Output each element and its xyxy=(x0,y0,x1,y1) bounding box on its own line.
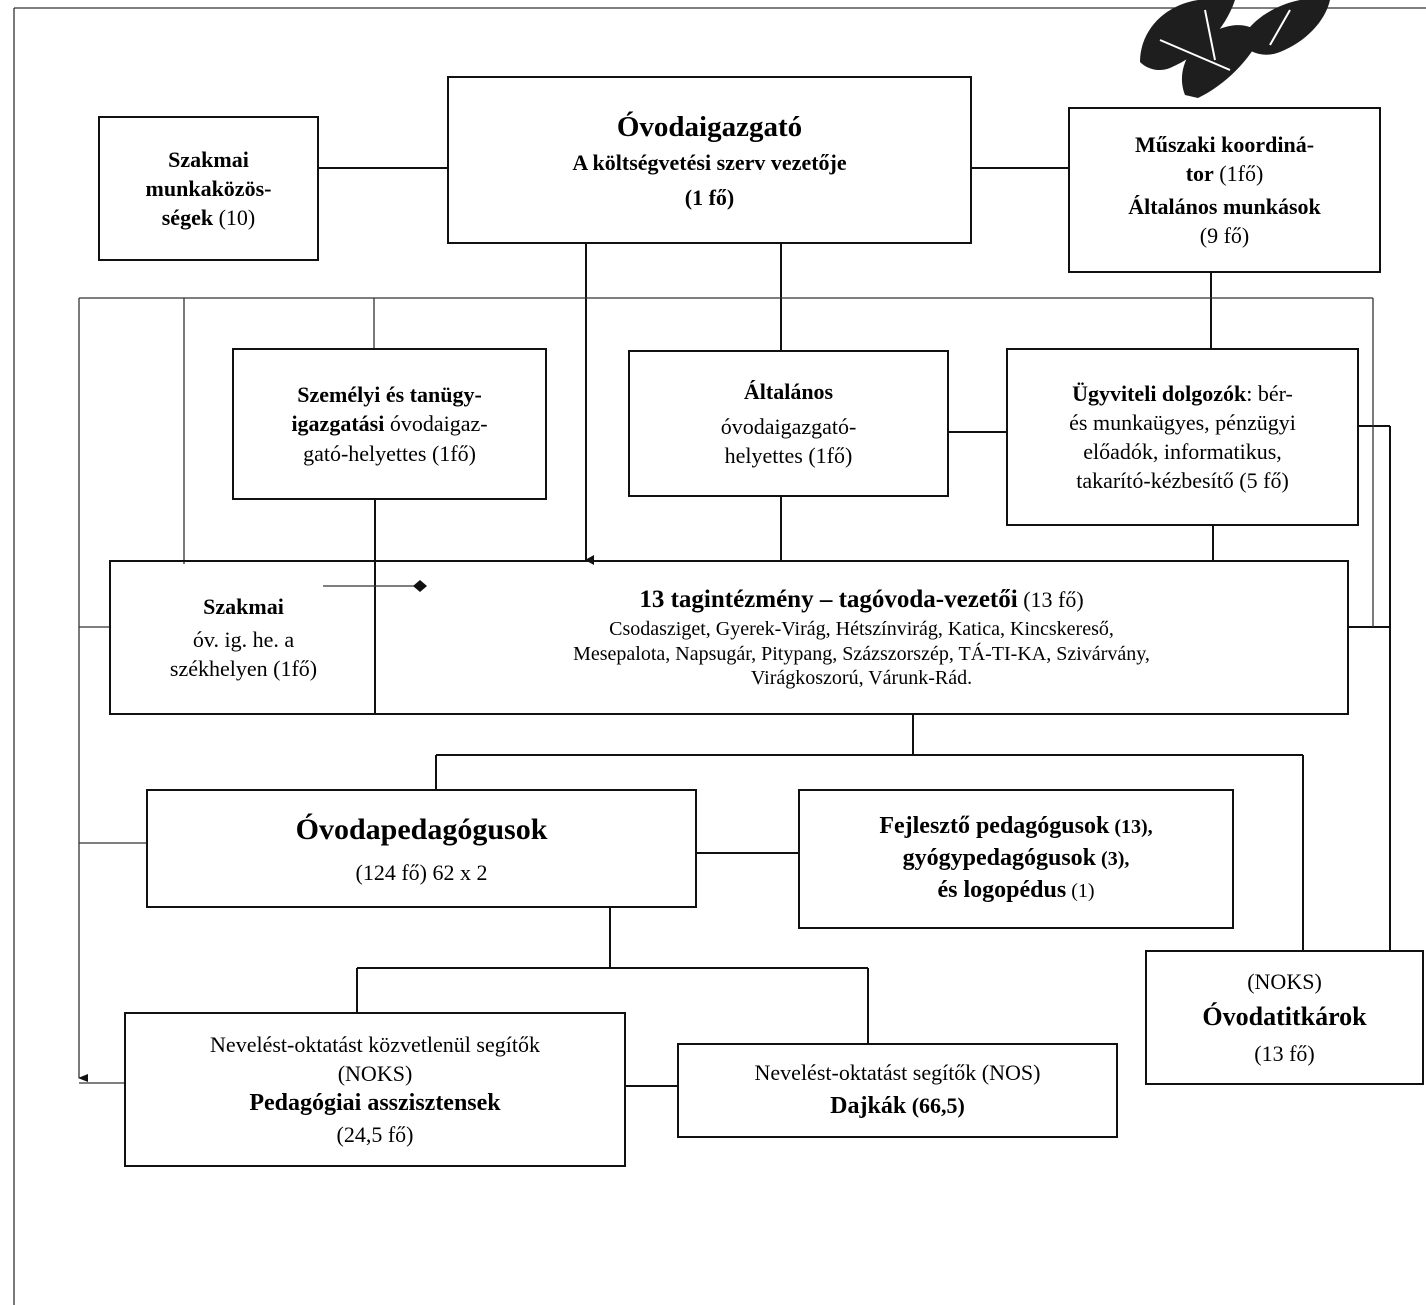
general-deputy-box: Általános óvodaigazgató- helyettes (1fő) xyxy=(628,350,949,497)
nannies-line2-rest: (66,5) xyxy=(906,1093,965,1119)
developers-line3-bold: és logopédus xyxy=(937,876,1067,903)
professional-groups-box: Szakmai munkaközös- ségek (10) xyxy=(98,116,319,261)
professional-groups-line3: ségek (10) xyxy=(162,203,255,232)
technical-line1: Műszaki koordiná- xyxy=(1134,131,1315,157)
technical-box: Műszaki koordiná- tor (1fő) Általános mu… xyxy=(1068,107,1381,273)
member-heads-title: 13 tagintézmény – tagóvoda-vezetői xyxy=(639,585,1018,613)
secretaries-line3: (13 fő) xyxy=(1254,1040,1315,1066)
general-deputy-line1: Általános xyxy=(743,378,834,404)
developers-line2: gyógypedagógusok (3), xyxy=(903,843,1130,875)
assistants-box: Nevelést-oktatást közvetlenül segítők (N… xyxy=(124,1012,626,1167)
general-deputy-line2: óvodaigazgató- xyxy=(720,413,857,439)
secretaries-line2: Óvodatitkárok xyxy=(1202,1002,1367,1032)
teachers-count: (124 fő) 62 x 2 xyxy=(355,859,488,885)
diamond-marker xyxy=(413,580,427,592)
professional-groups-line2: munkaközös- xyxy=(145,175,272,201)
personal-deputy-line2-bold: igazgatási xyxy=(291,411,385,437)
seat-deputy-line3: székhelyen (1fő) xyxy=(169,656,318,682)
technical-line2: tor (1fő) xyxy=(1186,159,1264,188)
admin-staff-line4: takarító-kézbesítő (5 fő) xyxy=(1076,468,1289,494)
developers-line2-bold: gyógypedagógusok xyxy=(902,845,1097,872)
nannies-line2: Dajkák (66,5) xyxy=(830,1091,965,1123)
developers-line3: és logopédus (1) xyxy=(937,875,1094,907)
professional-groups-line1: Szakmai xyxy=(168,146,249,172)
technical-line4: (9 fő) xyxy=(1199,223,1250,249)
assistants-line3: Pedagógiai asszisztensek xyxy=(249,1090,501,1117)
developers-line1: Fejlesztő pedagógusok (13), xyxy=(879,811,1152,843)
developers-line1-rest: (13), xyxy=(1109,816,1153,839)
leaves-decoration xyxy=(1140,0,1330,98)
personal-deputy-line2-rest: óvodaigaz- xyxy=(384,411,488,437)
member-heads-names-line1: Csodasziget, Gyerek-Virág, Hétszínvirág,… xyxy=(609,618,1114,641)
developers-line3-rest: (1) xyxy=(1066,879,1095,902)
member-heads-names-line3: Virágkoszorú, Várunk-Rád. xyxy=(750,666,973,689)
developers-line1-bold: Fejlesztő pedagógusok xyxy=(879,813,1110,840)
seat-deputy-line1: Szakmai xyxy=(203,593,284,619)
personal-deputy-box: Személyi és tanügy- igazgatási óvodaigaz… xyxy=(232,348,547,500)
admin-staff-line1-rest: : bér- xyxy=(1246,380,1293,406)
professional-groups-line3-bold: ségek xyxy=(161,205,214,231)
admin-staff-line1-bold: Ügyviteli dolgozók xyxy=(1072,380,1247,406)
seat-deputy-line2: óv. ig. he. a xyxy=(192,626,295,652)
member-heads-count: (13 fő) xyxy=(1017,586,1084,612)
developers-line2-rest: (3), xyxy=(1096,848,1130,871)
personal-deputy-line1: Személyi és tanügy- xyxy=(297,382,482,408)
assistants-line1: Nevelést-oktatást közvetlenül segítők xyxy=(210,1032,540,1058)
professional-groups-line3-rest: (10) xyxy=(213,205,256,231)
teachers-title: Óvodapedagógusok xyxy=(295,813,548,847)
member-heads-title-line: 13 tagintézmény – tagóvoda-vezetői (13 f… xyxy=(639,585,1083,616)
personal-deputy-line2: igazgatási óvodaigaz- xyxy=(291,409,487,438)
admin-staff-line1: Ügyviteli dolgozók: bér- xyxy=(1072,379,1293,408)
nannies-line2-bold: Dajkák xyxy=(830,1093,907,1120)
admin-staff-line2: és munkaügyes, pénzügyi xyxy=(1069,409,1296,435)
member-heads-content: 13 tagintézmény – tagóvoda-vezetői (13 f… xyxy=(376,562,1347,713)
director-count: (1 fő) xyxy=(684,185,735,211)
director-subtitle: A költségvetési szerv vezetője xyxy=(572,150,847,176)
admin-staff-line3: előadók, informatikus, xyxy=(1083,439,1282,464)
nannies-line1: Nevelést-oktatást segítők (NOS) xyxy=(754,1060,1041,1086)
teachers-box: Óvodapedagógusok (124 fő) 62 x 2 xyxy=(146,789,697,908)
personal-deputy-line3: gató-helyettes (1fő) xyxy=(303,440,476,466)
assistants-line4: (24,5 fő) xyxy=(336,1121,414,1147)
secretaries-line1: (NOKS) xyxy=(1247,969,1322,995)
director-title: Óvodaigazgató xyxy=(616,110,803,143)
general-deputy-line3: helyettes (1fő) xyxy=(724,443,853,469)
secretaries-box: (NOKS) Óvodatitkárok (13 fő) xyxy=(1145,950,1424,1085)
technical-line3: Általános munkások xyxy=(1128,194,1321,219)
technical-line2-rest: (1fő) xyxy=(1213,160,1264,186)
director-box: Óvodaigazgató A költségvetési szerv veze… xyxy=(447,76,972,244)
assistants-line2: (NOKS) xyxy=(337,1061,413,1087)
seat-deputy-box: Szakmai óv. ig. he. a székhelyen (1fő) xyxy=(109,560,376,715)
developers-box: Fejlesztő pedagógusok (13), gyógypedagóg… xyxy=(798,789,1234,929)
member-heads-names-line2: Mesepalota, Napsugár, Pitypang, Százszor… xyxy=(573,642,1150,665)
technical-line2-bold: tor xyxy=(1185,160,1214,186)
nannies-box: Nevelést-oktatást segítők (NOS) Dajkák (… xyxy=(677,1043,1118,1138)
admin-staff-box: Ügyviteli dolgozók: bér- és munkaügyes, … xyxy=(1006,348,1359,526)
